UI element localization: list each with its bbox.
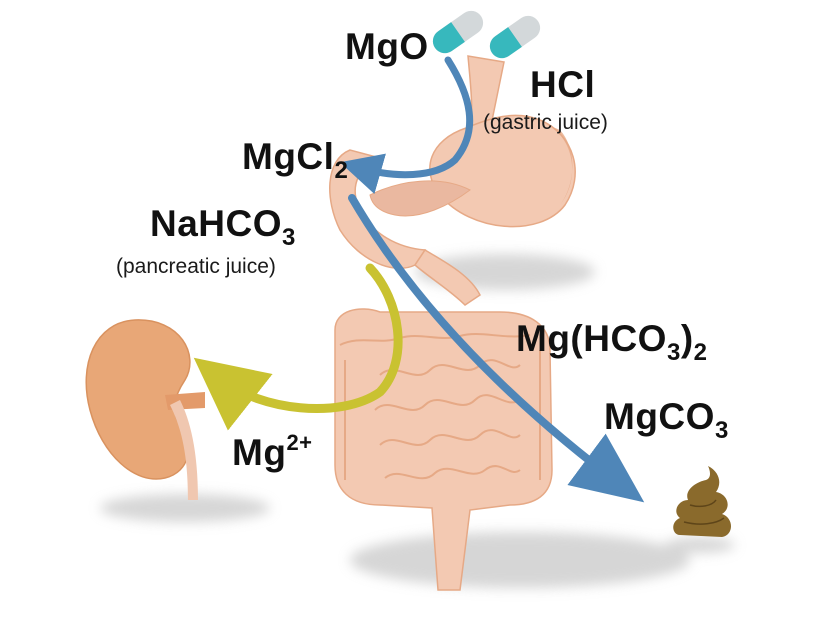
mg-ion-label: Mg2+	[232, 430, 313, 474]
hcl-label: HCl	[530, 64, 596, 105]
mg-hco3-close: )	[680, 318, 694, 359]
mg-hco3-base: Mg(HCO	[516, 318, 667, 359]
pancreas-to-kidney-arrow	[193, 263, 403, 431]
gastric-juice-label: (gastric juice)	[483, 111, 608, 134]
mg-hco3-subscript-2: 2	[693, 339, 708, 366]
kidney-icon	[85, 319, 205, 500]
mgcl2-label: MgCl2	[242, 136, 348, 184]
mg-ion-superscript: 2+	[286, 430, 313, 455]
mgo-to-stomach-arrow	[339, 56, 474, 194]
mgco3-subscript: 3	[714, 417, 729, 444]
stomach-to-feces-arrow	[348, 194, 645, 503]
nahco3-base: NaHCO	[150, 203, 283, 244]
mgo-label: MgO	[345, 26, 429, 67]
mg-hco3-2-label: Mg(HCO3)2	[516, 318, 708, 366]
mg-hco3-subscript-3: 3	[666, 339, 681, 366]
pancreatic-juice-label: (pancreatic juice)	[116, 255, 276, 278]
mgco3-base: MgCO	[604, 396, 715, 437]
nahco3-subscript: 3	[282, 224, 296, 251]
mgcl2-base: MgCl	[242, 136, 335, 177]
nahco3-label: NaHCO3	[150, 203, 296, 251]
flow-arrows	[193, 56, 645, 503]
mgco3-label: MgCO3	[604, 396, 729, 444]
capsule-icon	[432, 10, 541, 59]
mgcl2-subscript: 2	[334, 157, 349, 184]
feces-icon	[673, 466, 731, 537]
mg-ion-base: Mg	[232, 432, 287, 473]
